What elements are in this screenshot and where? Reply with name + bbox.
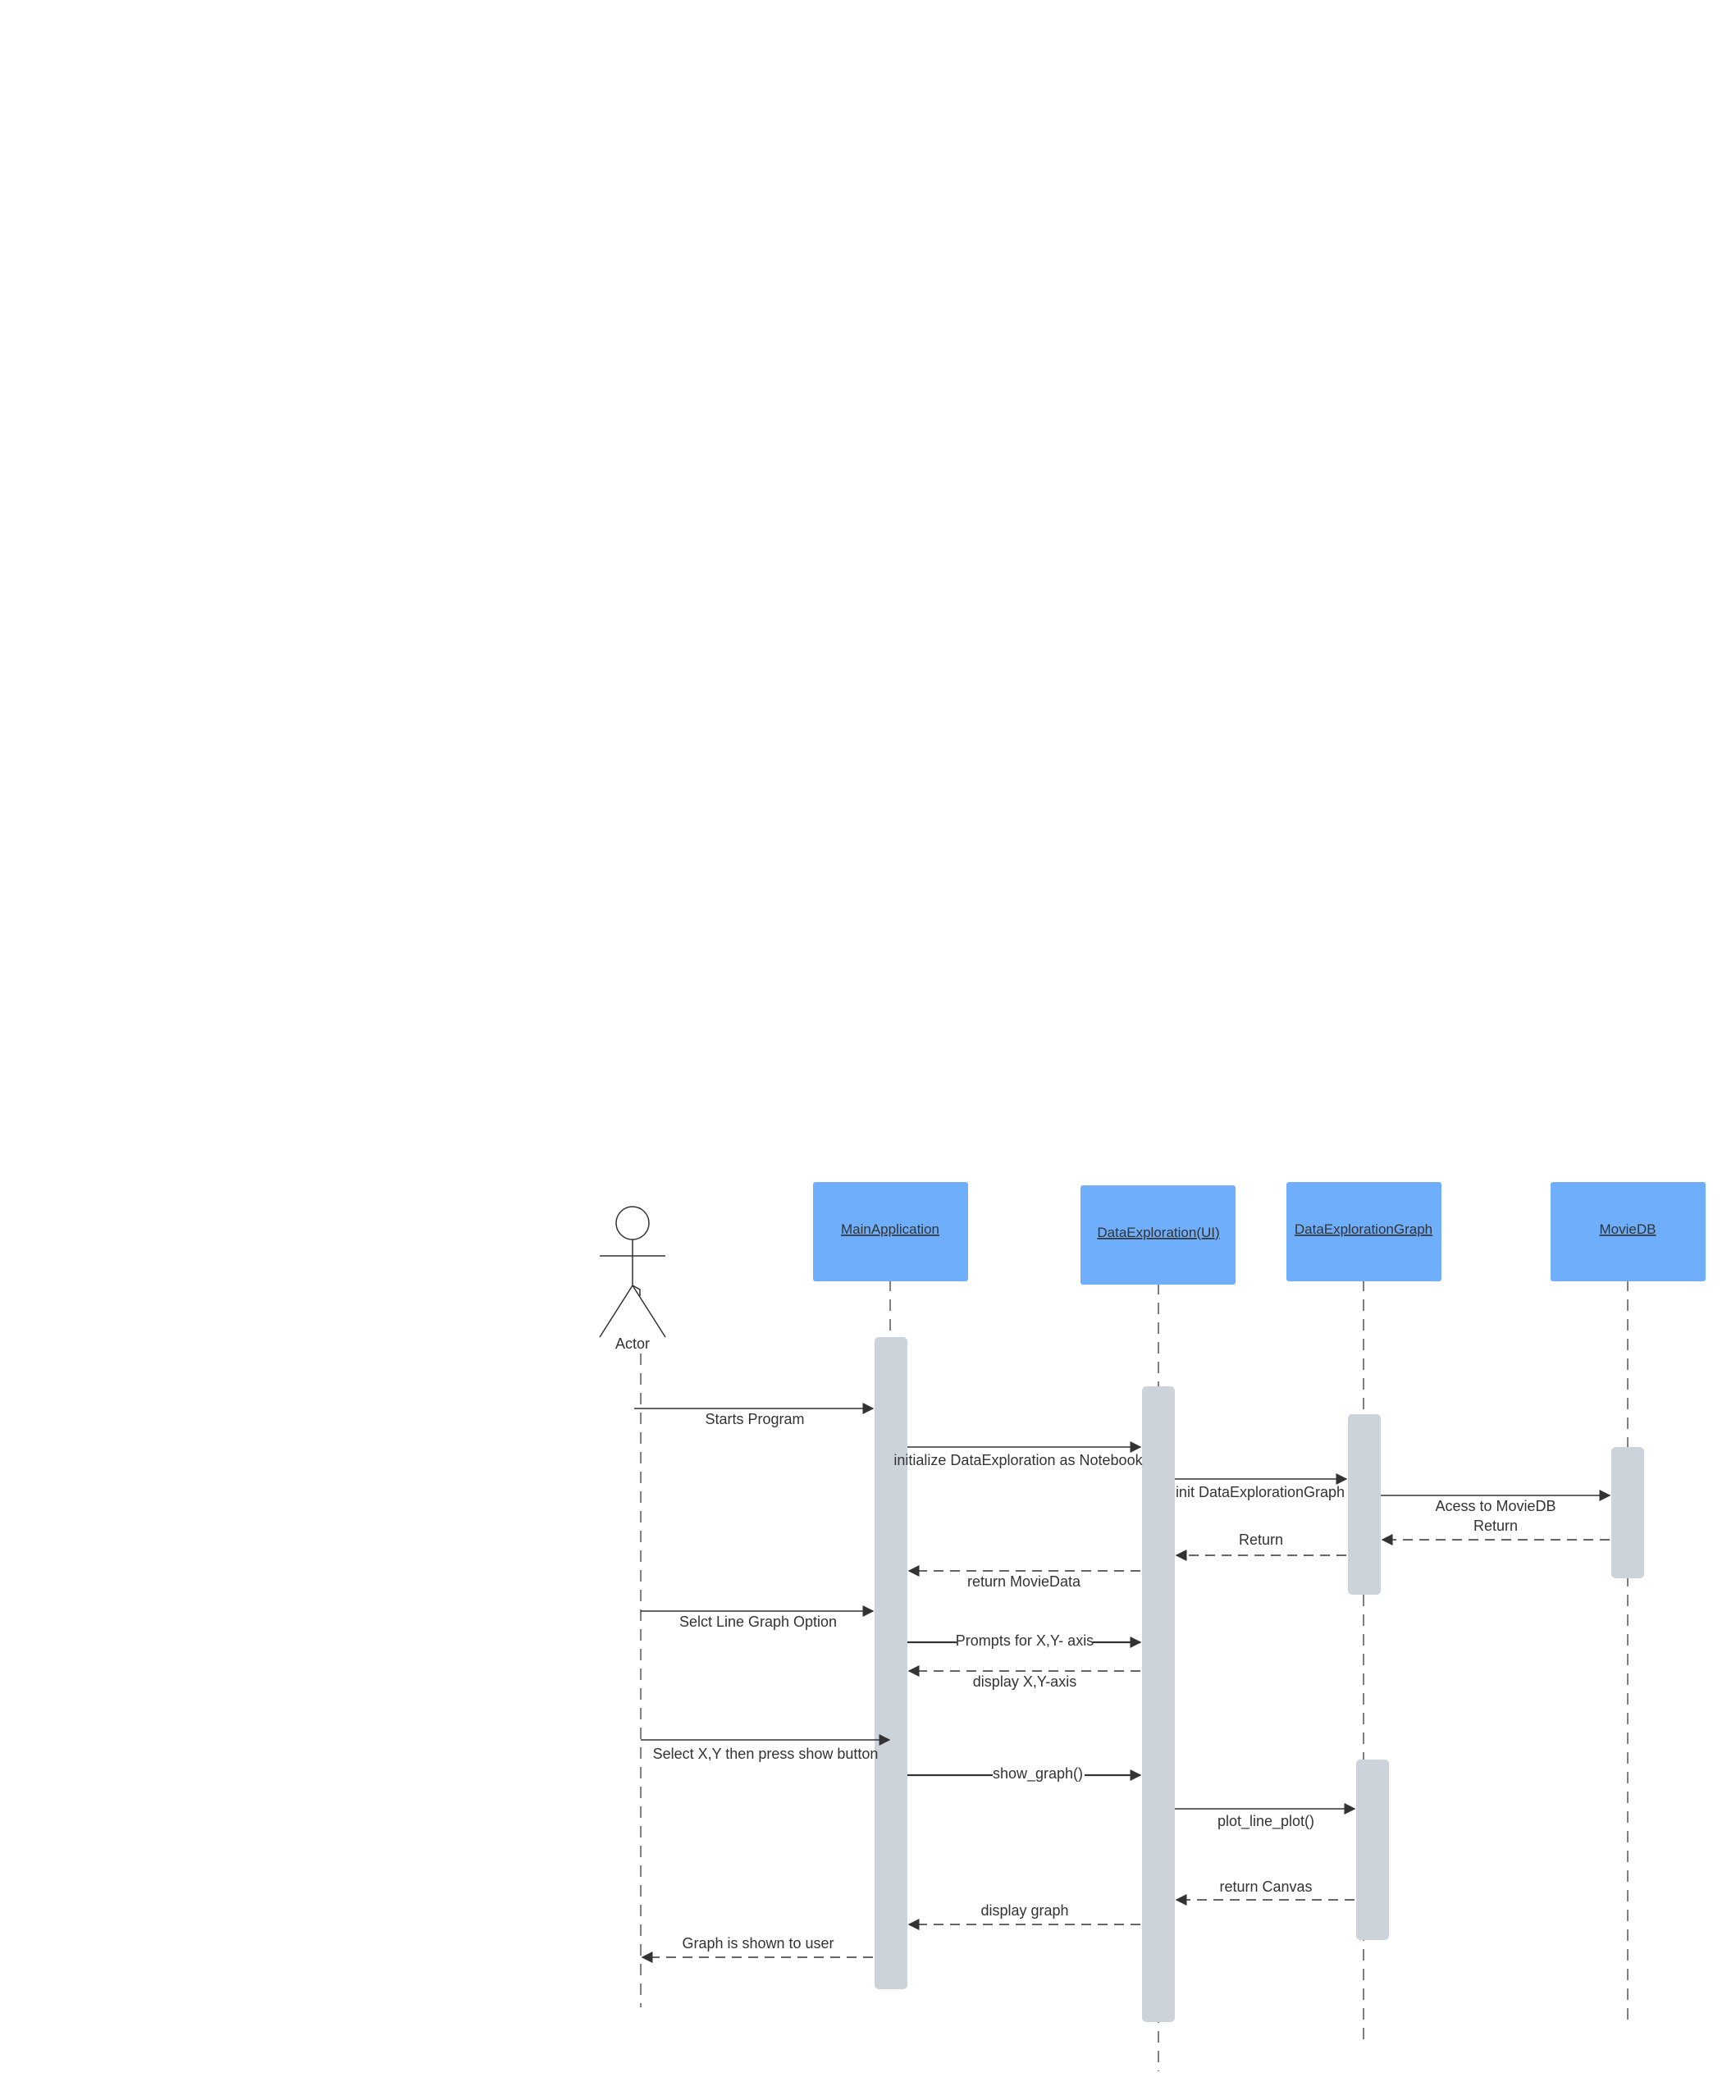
- actor-right-leg: [632, 1285, 666, 1338]
- actor-hip-mark: [632, 1285, 641, 1296]
- message-labels: Starts Program initialize DataExploratio…: [653, 1411, 1556, 1952]
- lifelines: [640, 1280, 1629, 2071]
- message-label-show-graph-bg: [993, 1764, 1085, 1782]
- message-label-display-axis: display X,Y-axis: [973, 1673, 1076, 1690]
- activation-ui: [1142, 1386, 1175, 2022]
- participant-main-box[interactable]: [813, 1182, 968, 1281]
- message-label-select-xy: Select X,Y then press show button: [653, 1746, 879, 1762]
- message-label-return-graph: Return: [1239, 1532, 1283, 1548]
- participant-db-box[interactable]: [1551, 1182, 1706, 1281]
- message-label-return-db: Return: [1473, 1518, 1518, 1534]
- message-label-prompts-axis: Prompts for X,Y- axis: [956, 1632, 1094, 1649]
- activation-graph-2: [1356, 1760, 1389, 1940]
- message-label-return-canvas: return Canvas: [1219, 1879, 1312, 1895]
- message-label-show-graph: show_graph(): [993, 1765, 1083, 1783]
- message-label-graph-shown: Graph is shown to user: [682, 1935, 834, 1952]
- message-label-init-graph: init DataExplorationGraph: [1176, 1484, 1345, 1500]
- participant-main-label: MainApplication: [841, 1221, 939, 1237]
- activation-db: [1611, 1447, 1644, 1578]
- participant-graph-label: DataExplorationGraph: [1295, 1221, 1432, 1237]
- message-label-initialize: initialize DataExploration as Notebook: [893, 1452, 1143, 1468]
- message-label-access-moviedb: Acess to MovieDB: [1435, 1498, 1556, 1514]
- message-label-prompts-axis-bg: [957, 1631, 1093, 1649]
- activation-graph-1: [1348, 1414, 1381, 1595]
- participant-ui-box[interactable]: [1080, 1185, 1236, 1285]
- actor-figure: [599, 1206, 666, 1338]
- actor-label: Actor: [615, 1335, 650, 1352]
- actor-head: [615, 1206, 650, 1240]
- message-label-starts-program: Starts Program: [705, 1411, 804, 1427]
- activation-main: [875, 1337, 907, 1989]
- messages: [634, 1403, 1611, 1963]
- activations: [875, 1337, 1644, 2022]
- actor-left-leg: [599, 1285, 633, 1338]
- message-label-select-line-graph: Selct Line Graph Option: [679, 1614, 837, 1630]
- participant-ui-label: DataExploration(UI): [1097, 1225, 1219, 1240]
- participants: MainApplication DataExploration(UI) Data…: [813, 1182, 1706, 1285]
- message-label-return-moviedata: return MovieData: [967, 1573, 1081, 1590]
- participant-db-label: MovieDB: [1600, 1221, 1656, 1237]
- message-label-plot-line-plot: plot_line_plot(): [1217, 1813, 1314, 1830]
- participant-graph-box[interactable]: [1286, 1182, 1441, 1281]
- message-label-display-graph: display graph: [980, 1902, 1068, 1919]
